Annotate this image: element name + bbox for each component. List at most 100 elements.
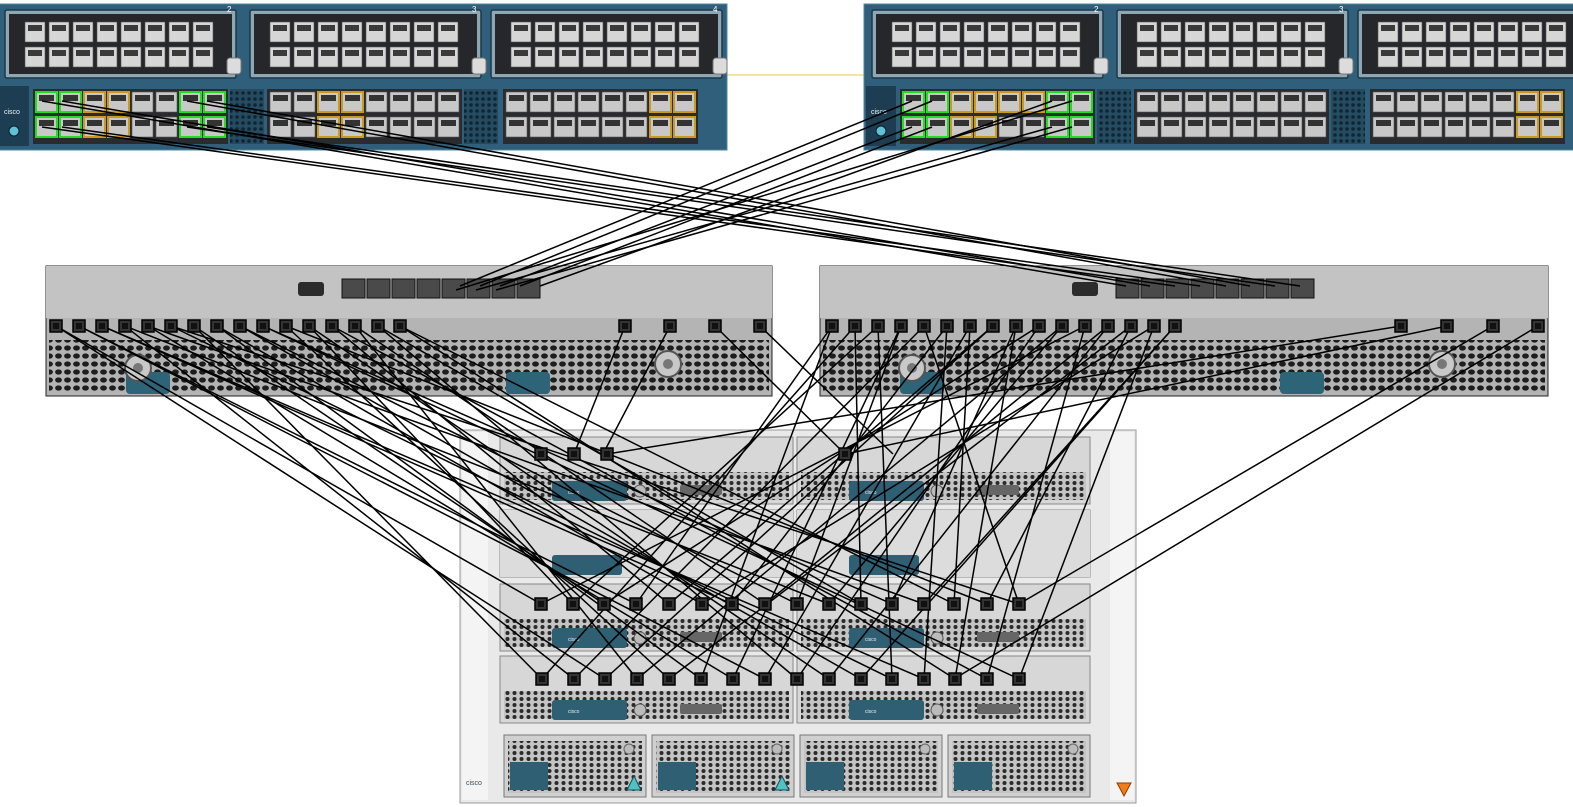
sfp-port-cage (1520, 120, 1535, 126)
iom-uplink-port (391, 278, 416, 299)
sfp-port-cage (393, 95, 408, 101)
sfp-port-cage (1308, 95, 1323, 101)
sfp-port-cage (1164, 25, 1178, 31)
sfp-port-cage (1164, 50, 1178, 56)
port-marker-core (1036, 323, 1042, 329)
sfp-port-cage (1002, 95, 1017, 101)
sfp-port-cage (1496, 120, 1511, 126)
fi-vent-grille (1097, 89, 1131, 144)
sfp-port-cage (586, 25, 600, 31)
fi-slot-number: 2 (227, 5, 232, 14)
server-link-cable (877, 325, 893, 680)
port-marker-core (260, 323, 266, 329)
port-marker-core (984, 601, 990, 607)
highlighted-port (1516, 116, 1539, 138)
port-marker-core (1398, 323, 1404, 329)
sfp-port-cage (1429, 25, 1443, 31)
highlighted-port (902, 116, 925, 138)
server-link-cable (147, 325, 925, 605)
uplink-cable (41, 126, 1176, 287)
blade-kvm-connector (977, 485, 1019, 495)
sfp-port-cage (682, 25, 696, 31)
warning-triangle-icon (626, 774, 642, 791)
port-marker-core (699, 601, 705, 607)
blade-handle (849, 628, 924, 648)
fi-vent-grille (1331, 89, 1365, 144)
sfp-port-cage (1448, 95, 1463, 101)
sfp-port-cage (658, 50, 672, 56)
port-marker-core (667, 323, 673, 329)
uplink-cable (495, 126, 1073, 291)
chassis-rail-left (462, 432, 488, 800)
sfp-port-cage (967, 50, 981, 56)
server-link-cable (262, 325, 1020, 680)
sfp-port-cage (629, 120, 644, 126)
sfp-port-cage (63, 95, 78, 101)
fabric-interconnect-b: 233cisco (863, 3, 1573, 151)
sfp-port-cage (393, 25, 407, 31)
highlighted-port (179, 116, 202, 138)
sfp-port-cage (52, 50, 66, 56)
port-marker-core (829, 323, 835, 329)
sfp-port-cage (273, 25, 287, 31)
sfp-port-cage (1212, 95, 1227, 101)
port-marker-core (237, 323, 243, 329)
port-marker-core (921, 676, 927, 682)
sfp-port-cage (1015, 25, 1029, 31)
sfp-port-cage (1260, 95, 1275, 101)
sfp-port-cage (930, 95, 945, 101)
blade-server (796, 509, 1091, 578)
sfp-port-cage (207, 95, 222, 101)
port-marker-core (634, 676, 640, 682)
port-marker-core (858, 676, 864, 682)
sfp-port-cage (509, 120, 524, 126)
server-link-cable (602, 325, 671, 455)
blade-power-button (930, 703, 944, 717)
port-marker-core (571, 451, 577, 457)
sfp-port-cage (207, 120, 222, 126)
sfp-port-cage (1284, 50, 1298, 56)
sfp-port-cage (1308, 25, 1322, 31)
sfp-port-cage (28, 25, 42, 31)
psu-handle (954, 762, 992, 790)
server-link-cable (796, 325, 902, 605)
psu-latch (919, 743, 931, 755)
sfp-port-cage (1520, 95, 1535, 101)
sfp-port-cage (562, 50, 576, 56)
sfp-port-cage (111, 120, 126, 126)
sfp-port-cage (653, 95, 668, 101)
sfp-port-cage (172, 50, 186, 56)
server-link-cable (399, 325, 955, 605)
sfp-port-cage (1212, 120, 1227, 126)
fi-expansion-module: 3 (249, 5, 487, 79)
highlighted-port (1540, 91, 1563, 113)
fi-status-led (875, 125, 887, 137)
port-marker-core (214, 323, 220, 329)
sfp-port-cage (1015, 50, 1029, 56)
sfp-port-cage (441, 50, 455, 56)
iom-uplink-port (366, 278, 391, 299)
fi-expansion-module: 2 (871, 5, 1109, 79)
psu-handle (658, 762, 696, 790)
port-marker-core (730, 676, 736, 682)
iom-uplink-port (341, 278, 366, 299)
port-marker-core (858, 601, 864, 607)
sfp-port-cage (417, 120, 432, 126)
sfp-port-cage (1381, 50, 1395, 56)
highlighted-port (341, 91, 364, 113)
sfp-port-cage (87, 95, 102, 101)
fi-expansion-module: 4 (490, 5, 728, 79)
sfp-port-cage (653, 120, 668, 126)
server-link-cable (828, 325, 1109, 680)
sfp-port-cage (1260, 25, 1274, 31)
highlighted-port (649, 116, 672, 138)
server-link-cable (170, 325, 1020, 605)
sfp-port-cage (297, 120, 312, 126)
sfp-port-cage (441, 25, 455, 31)
fi-port-bank (503, 89, 698, 144)
sfp-port-cage (369, 25, 383, 31)
sfp-port-cage (1381, 25, 1395, 31)
sfp-port-cage (562, 25, 576, 31)
fi-module-latch (471, 57, 487, 75)
fi-status-led (8, 125, 20, 137)
